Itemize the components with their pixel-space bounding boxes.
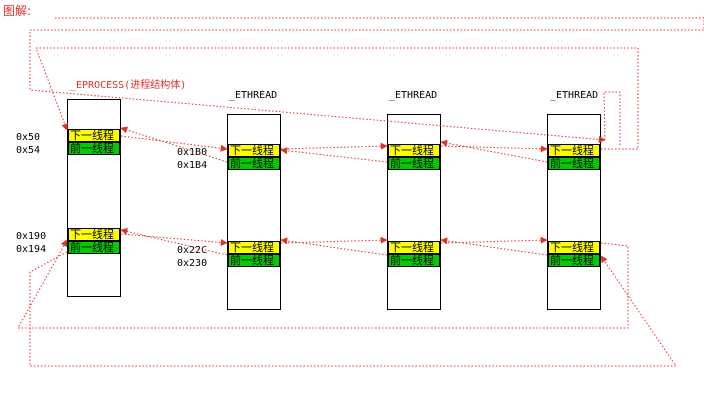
link-t1-to-t2-next-bottom — [280, 236, 388, 244]
eprocess-offset-next-bottom: 0x190 — [16, 231, 47, 242]
ethread-1-label: _ETHREAD — [229, 90, 278, 101]
link-eproc-to-t1-next — [120, 135, 228, 152]
ethread-3-label: _ETHREAD — [550, 90, 599, 101]
link-t2-to-t3-next-bottom — [440, 236, 548, 244]
link-top-right-frame — [603, 91, 621, 145]
ethread-2-next-field-bottom: 下一线程 — [388, 241, 440, 254]
ethread-1-offset-prev-bottom: 0x230 — [177, 258, 208, 269]
link-t2-to-t3-next — [440, 145, 548, 153]
ethread-1-offset-next-bottom: 0x22C — [177, 245, 208, 256]
ethread-1-prev-field-bottom: 前一线程 — [228, 254, 280, 267]
ethread-1-offset-next-top: 0x1B0 — [177, 147, 208, 158]
ethread-3-box: 下一线程 前一线程 下一线程 前一线程 — [547, 114, 601, 310]
ethread-1-box: 下一线程 前一线程 下一线程 前一线程 — [227, 114, 281, 310]
link-t3-to-t2-prev — [440, 139, 548, 163]
eprocess-offset-prev-top: 0x54 — [16, 145, 41, 156]
ethread-2-next-field-top: 下一线程 — [388, 144, 440, 157]
link-t2-to-t1-prev — [280, 147, 388, 163]
link-eproc-to-t1-next-bottom — [120, 233, 228, 246]
ethread-1-offset-prev-top: 0x1B4 — [177, 160, 208, 171]
ethread-3-prev-field-bottom: 前一线程 — [548, 254, 600, 267]
link-t1-to-eproc-prev-bottom — [120, 228, 228, 256]
ethread-3-next-field-top: 下一线程 — [548, 144, 600, 157]
ethread-3-next-field-bottom: 下一线程 — [548, 241, 600, 254]
eprocess-next-field-bottom: 下一线程 — [68, 228, 120, 241]
ethread-1-prev-field-top: 前一线程 — [228, 157, 280, 170]
eprocess-offset-prev-bottom: 0x194 — [16, 244, 47, 255]
ethread-2-prev-field-top: 前一线程 — [388, 157, 440, 170]
link-t2-to-t1-prev-bottom — [280, 237, 388, 256]
ethread-2-box: 下一线程 前一线程 下一线程 前一线程 — [387, 114, 441, 310]
ethread-1-next-field-top: 下一线程 — [228, 144, 280, 157]
ethread-2-prev-field-bottom: 前一线程 — [388, 254, 440, 267]
eprocess-prev-field-bottom: 前一线程 — [68, 241, 120, 254]
eprocess-offset-next-top: 0x50 — [16, 132, 41, 143]
eprocess-label: _EPROCESS(进程结构体) — [70, 80, 187, 91]
eprocess-prev-field-top: 前一线程 — [68, 142, 120, 155]
ethread-3-prev-field-top: 前一线程 — [548, 157, 600, 170]
ethread-1-next-field-bottom: 下一线程 — [228, 241, 280, 254]
link-t1-to-t2-next — [280, 142, 388, 150]
diagram-title: 图解: — [3, 4, 32, 18]
ethread-2-label: _ETHREAD — [389, 90, 438, 101]
link-t3-to-t2-prev-bottom — [440, 237, 548, 256]
eprocess-box: 下一线程 前一线程 下一线程 前一线程 — [67, 99, 121, 297]
eprocess-next-field-top: 下一线程 — [68, 129, 120, 142]
link-t1-to-eproc-prev — [120, 126, 228, 163]
